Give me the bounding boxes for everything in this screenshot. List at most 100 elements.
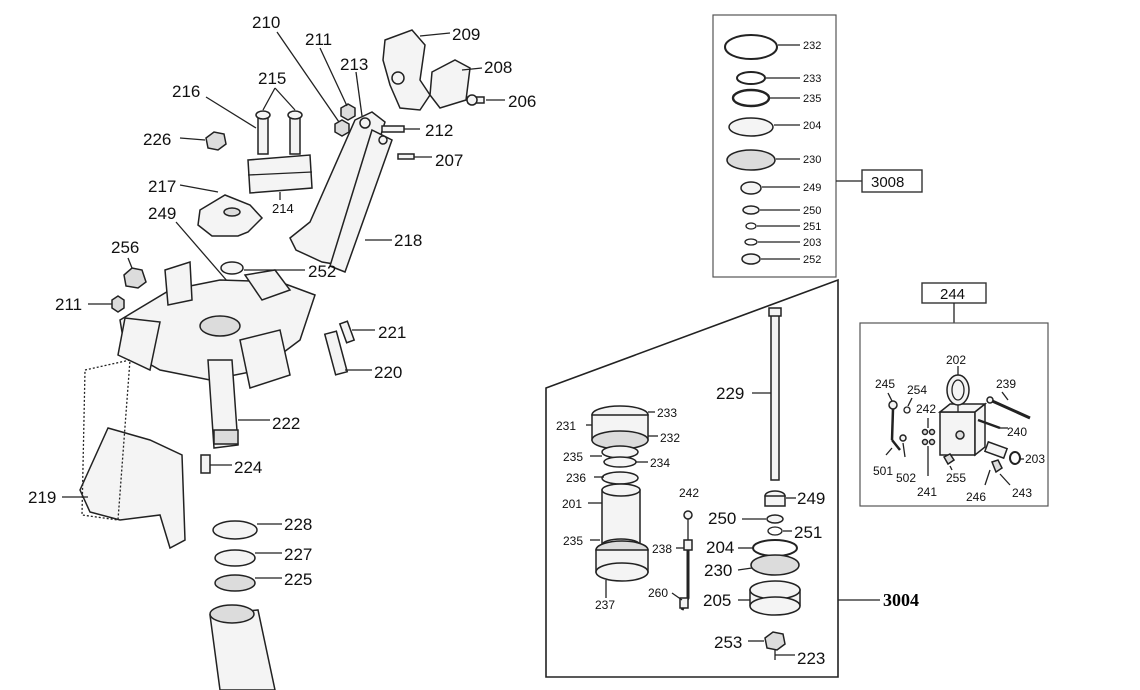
label-221: 221 bbox=[378, 323, 406, 342]
label-210: 210 bbox=[252, 13, 280, 32]
label-220: 220 bbox=[374, 363, 402, 382]
kit-244-tag-label: 244 bbox=[940, 286, 965, 303]
label-219: 219 bbox=[28, 488, 56, 507]
label-222: 222 bbox=[272, 414, 300, 433]
bolt-221 bbox=[338, 320, 356, 344]
ring-225 bbox=[214, 574, 256, 592]
k3004-label-223: 223 bbox=[797, 649, 825, 668]
label-214: 214 bbox=[272, 201, 294, 216]
k3004-label-242: 242 bbox=[679, 486, 699, 500]
key-224 bbox=[200, 454, 211, 474]
k3008-label-233: 233 bbox=[803, 73, 821, 85]
label-211: 211 bbox=[305, 30, 332, 49]
label-256: 256 bbox=[111, 238, 139, 257]
bracket-209 bbox=[382, 29, 431, 111]
k3008-label-235: 235 bbox=[803, 93, 821, 105]
left-assembly: 210 211 209 213 208 215 216 206 226 212 … bbox=[28, 13, 536, 690]
k3004-label-231: 231 bbox=[556, 419, 576, 433]
k244-label-203: 203 bbox=[1025, 452, 1045, 466]
k3008-label-204: 204 bbox=[803, 120, 821, 132]
ring-227 bbox=[214, 549, 256, 567]
k3004-label-235b: 235 bbox=[563, 534, 583, 548]
stud-215a bbox=[257, 117, 269, 155]
k244-label-246: 246 bbox=[966, 490, 986, 504]
label-216: 216 bbox=[172, 82, 200, 101]
kit-3008-frame bbox=[712, 14, 837, 278]
k3004-label-229: 229 bbox=[716, 384, 744, 403]
kit-3004: 3004 bbox=[545, 278, 919, 678]
screw-207 bbox=[397, 153, 415, 160]
rod-229 bbox=[770, 314, 780, 481]
k3008-label-251: 251 bbox=[803, 221, 821, 233]
k3004-label-235: 235 bbox=[563, 450, 583, 464]
cylinder-201 bbox=[601, 489, 641, 546]
label-213: 213 bbox=[340, 55, 368, 74]
kit-3004-frame bbox=[545, 278, 839, 678]
kit-3008: 232 233 235 204 230 249 250 251 203 252 … bbox=[712, 14, 923, 278]
k244-label-243: 243 bbox=[1012, 486, 1032, 500]
k244-label-254: 254 bbox=[907, 383, 927, 397]
label-226: 226 bbox=[143, 130, 171, 149]
label-224: 224 bbox=[234, 458, 262, 477]
label-209: 209 bbox=[452, 25, 480, 44]
k3008-label-203: 203 bbox=[803, 237, 821, 249]
nut-253 bbox=[764, 631, 786, 651]
k3004-label-250: 250 bbox=[708, 509, 736, 528]
k3004-label-260: 260 bbox=[648, 586, 668, 600]
k3004-label-201: 201 bbox=[562, 497, 582, 511]
k3008-label-232: 232 bbox=[803, 40, 821, 52]
hose-260 bbox=[679, 597, 689, 609]
shaft-222 bbox=[207, 359, 239, 449]
lever-arm-213 bbox=[289, 111, 386, 266]
label-228: 228 bbox=[284, 515, 312, 534]
k244-label-202: 202 bbox=[946, 353, 966, 367]
washer-252 bbox=[220, 261, 244, 275]
label-218: 218 bbox=[394, 231, 422, 250]
k3004-label-204: 204 bbox=[706, 538, 734, 557]
stud-215b bbox=[289, 117, 301, 155]
kit-244-frame bbox=[859, 322, 1049, 507]
nut-210 bbox=[334, 119, 350, 137]
k3008-label-250: 250 bbox=[803, 205, 821, 217]
k3004-label-253: 253 bbox=[714, 633, 742, 652]
label-211-small: 211 bbox=[55, 295, 82, 314]
k244-label-242: 242 bbox=[916, 402, 936, 416]
k3008-label-230: 230 bbox=[803, 154, 821, 166]
k244-label-245: 245 bbox=[875, 377, 895, 391]
k3004-label-232: 232 bbox=[660, 431, 680, 445]
bolt-212 bbox=[381, 125, 405, 133]
k3008-label-252: 252 bbox=[803, 254, 821, 266]
nut-211 bbox=[340, 103, 356, 121]
nut-211-small bbox=[111, 295, 125, 313]
label-249-left: 249 bbox=[148, 204, 176, 223]
nut-256 bbox=[123, 267, 147, 289]
fitting-238 bbox=[683, 539, 693, 551]
label-208: 208 bbox=[484, 58, 512, 77]
kit-244: 244 bbox=[859, 282, 1049, 507]
label-206: 206 bbox=[508, 92, 536, 111]
label-227: 227 bbox=[284, 545, 312, 564]
k3004-label-230: 230 bbox=[704, 561, 732, 580]
nut-226 bbox=[205, 131, 227, 151]
label-207: 207 bbox=[435, 151, 463, 170]
k244-label-255: 255 bbox=[946, 471, 966, 485]
frame-219 bbox=[79, 427, 186, 550]
k3004-label-238: 238 bbox=[652, 542, 672, 556]
k3004-label-251: 251 bbox=[794, 523, 822, 542]
ring-228 bbox=[212, 520, 258, 540]
k3004-label-233: 233 bbox=[657, 406, 677, 420]
label-215: 215 bbox=[258, 69, 286, 88]
kit-3004-tag-label: 3004 bbox=[883, 590, 919, 610]
label-225: 225 bbox=[284, 570, 312, 589]
k244-label-501: 501 bbox=[873, 464, 893, 478]
k244-label-241: 241 bbox=[917, 485, 937, 499]
k3004-label-237: 237 bbox=[595, 598, 615, 612]
k3004-label-234: 234 bbox=[650, 456, 670, 470]
fitting-246 bbox=[983, 440, 1009, 460]
bracket-208 bbox=[429, 59, 471, 109]
k244-label-240: 240 bbox=[1007, 425, 1027, 439]
bolt-220 bbox=[323, 330, 349, 376]
k3004-label-205: 205 bbox=[703, 591, 731, 610]
k3004-label-249: 249 bbox=[797, 489, 825, 508]
